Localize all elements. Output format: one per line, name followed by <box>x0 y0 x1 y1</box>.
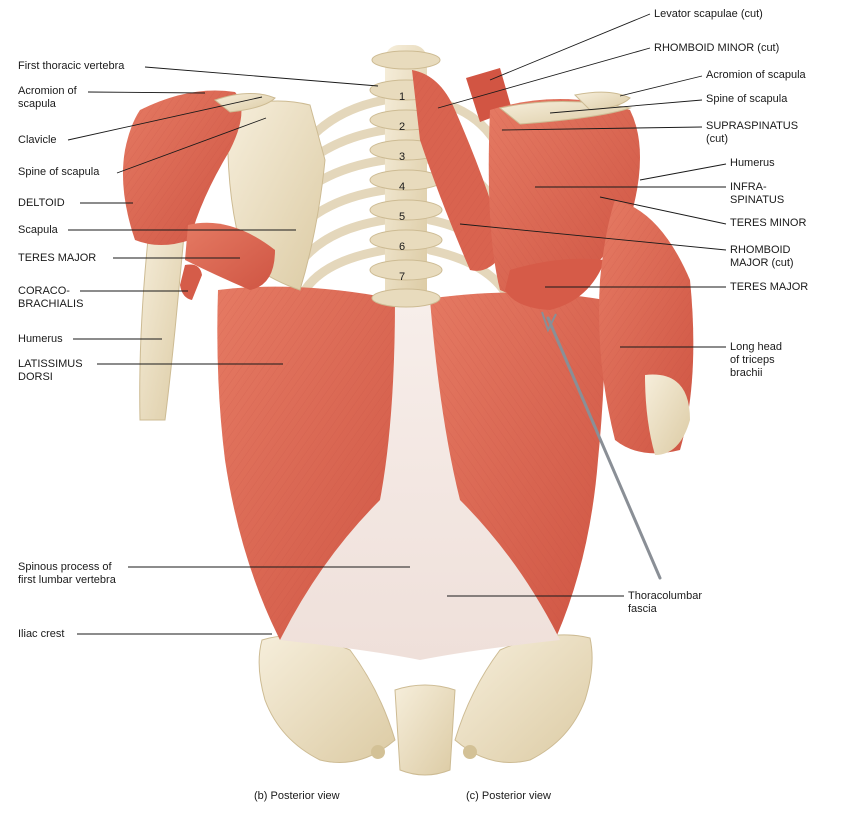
label-line: Humerus <box>730 157 775 169</box>
label-line: Thoracolumbar <box>628 590 702 602</box>
vertebra-number: 1 <box>399 91 405 103</box>
label-levator-scapulae: Levator scapulae (cut) <box>654 8 763 21</box>
label-line: fascia <box>628 603 657 615</box>
label-line: SUPRASPINATUS <box>706 120 799 132</box>
label-scapula: Scapula <box>18 224 58 237</box>
vertebra-number: 2 <box>399 121 405 133</box>
label-line: Levator scapulae (cut) <box>654 8 763 20</box>
pelvis <box>258 634 593 776</box>
label-line: Clavicle <box>18 134 57 146</box>
vertebra-numbers: 1 2 3 4 5 6 7 <box>399 91 405 283</box>
label-line: TERES MAJOR <box>730 281 809 293</box>
label-line: DORSI <box>18 371 53 383</box>
label-line: Spine of scapula <box>18 166 100 178</box>
label-line: Humerus <box>18 333 63 345</box>
label-teres-minor: TERES MINOR <box>730 217 806 230</box>
label-acromion-right: Acromion of scapula <box>706 69 806 82</box>
label-clavicle: Clavicle <box>18 134 57 147</box>
vertebra-number: 3 <box>399 151 405 163</box>
label-deltoid: DELTOID <box>18 197 65 210</box>
label-line: scapula <box>18 98 56 110</box>
label-line: Acromion of scapula <box>706 69 806 81</box>
right-shoulder <box>412 68 694 455</box>
label-line: MAJOR (cut) <box>730 257 794 269</box>
label-line: Scapula <box>18 224 58 236</box>
label-line: Long head <box>730 341 782 353</box>
label-line: RHOMBOID <box>730 244 791 256</box>
label-teres-major-left: TERES MAJOR <box>18 252 96 265</box>
label-line: RHOMBOID MINOR (cut) <box>654 42 780 54</box>
label-line: brachii <box>730 367 763 379</box>
label-infraspinatus: INFRA-SPINATUS <box>730 181 784 207</box>
vertebra-number: 6 <box>399 241 405 253</box>
label-line: of triceps <box>730 354 775 366</box>
left-shoulder <box>122 90 326 421</box>
leader-lines <box>67 13 727 635</box>
probe <box>541 311 662 580</box>
label-line: LATISSIMUS <box>18 358 83 370</box>
label-line: INFRA- <box>730 181 767 193</box>
label-rhomboid-minor: RHOMBOID MINOR (cut) <box>654 42 779 55</box>
label-spine-right: Spine of scapula <box>706 93 787 106</box>
label-line: Acromion of <box>18 85 77 97</box>
label-line: (cut) <box>706 133 728 145</box>
label-line: Iliac crest <box>18 628 65 640</box>
vertebra-number: 7 <box>399 271 405 283</box>
label-line: TERES MAJOR <box>18 252 97 264</box>
label-iliac-crest: Iliac crest <box>18 628 64 641</box>
label-line: TERES MINOR <box>730 217 807 229</box>
label-line: first lumbar vertebra <box>18 574 116 586</box>
label-humerus-left: Humerus <box>18 333 63 346</box>
label-spine-left: Spine of scapula <box>18 166 99 179</box>
label-first-thoracic-vertebra: First thoracic vertebra <box>18 60 124 73</box>
thoracolumbar-fascia <box>280 300 560 660</box>
caption-right: (c) Posterior view <box>466 790 551 802</box>
label-line: BRACHIALIS <box>18 298 84 310</box>
caption-left: (b) Posterior view <box>254 790 340 802</box>
vertebra-number: 4 <box>399 181 405 193</box>
label-coracobrachialis: CORACO-BRACHIALIS <box>18 285 83 311</box>
label-humerus-right: Humerus <box>730 157 775 170</box>
label-line: First thoracic vertebra <box>18 60 125 72</box>
label-line: SPINATUS <box>730 194 785 206</box>
label-teres-major-right: TERES MAJOR <box>730 281 808 294</box>
label-line: CORACO- <box>18 285 70 297</box>
label-supraspinatus: SUPRASPINATUS(cut) <box>706 120 798 146</box>
label-line: DELTOID <box>18 197 65 209</box>
vertebra-number: 5 <box>399 211 405 223</box>
label-line: Spine of scapula <box>706 93 788 105</box>
label-line: Spinous process of <box>18 561 112 573</box>
